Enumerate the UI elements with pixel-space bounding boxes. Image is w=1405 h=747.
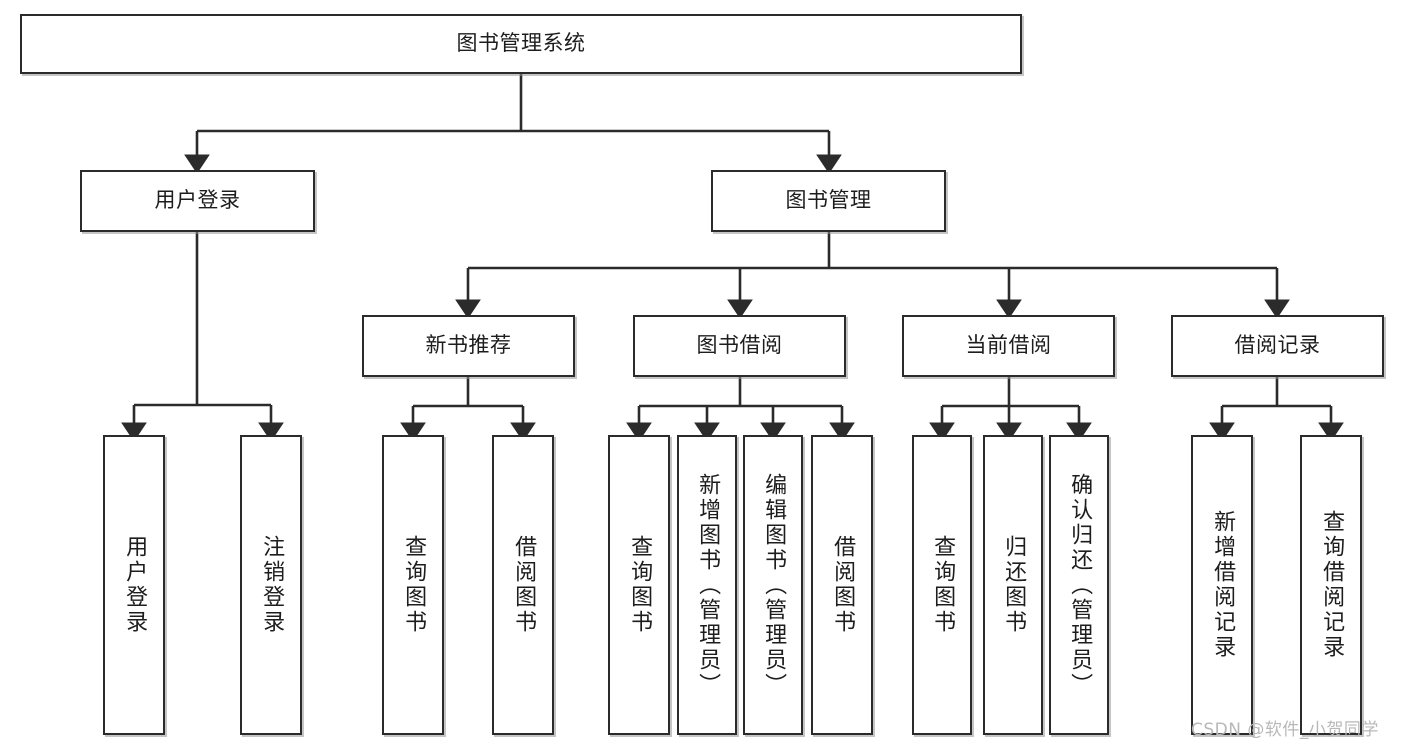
node-leaf-add-book[interactable]: 新增图书（管理员） xyxy=(677,435,737,735)
node-borrow-record[interactable]: 借阅记录 xyxy=(1171,315,1384,377)
node-book-borrow[interactable]: 图书借阅 xyxy=(633,315,846,377)
node-leaf-edit-book[interactable]: 编辑图书（管理员） xyxy=(743,435,803,735)
node-leaf-query-book-2[interactable]: 查询图书 xyxy=(608,435,670,735)
node-new-book-recommend[interactable]: 新书推荐 xyxy=(362,315,575,377)
node-leaf-query-record-label: 查询借阅记录 xyxy=(1319,510,1345,660)
node-leaf-borrow-book-2-label: 借阅图书 xyxy=(830,535,856,635)
node-root[interactable]: 图书管理系统 xyxy=(20,14,1022,74)
node-leaf-query-book-2-label: 查询图书 xyxy=(627,535,653,635)
node-leaf-borrow-book-1[interactable]: 借阅图书 xyxy=(492,435,554,735)
node-root-label: 图书管理系统 xyxy=(456,31,586,56)
node-leaf-return-book[interactable]: 归还图书 xyxy=(983,435,1043,735)
node-leaf-edit-book-label: 编辑图书（管理员） xyxy=(761,472,787,698)
node-leaf-confirm-return-label: 确认归还（管理员） xyxy=(1067,472,1093,698)
node-leaf-return-book-label: 归还图书 xyxy=(1001,535,1027,635)
node-leaf-add-record[interactable]: 新增借阅记录 xyxy=(1191,435,1253,735)
node-leaf-query-book-1-label: 查询图书 xyxy=(401,535,427,635)
node-user-login-label: 用户登录 xyxy=(154,188,241,213)
node-leaf-query-book-3[interactable]: 查询图书 xyxy=(912,435,972,735)
node-leaf-confirm-return[interactable]: 确认归还（管理员） xyxy=(1049,435,1109,735)
node-new-book-recommend-label: 新书推荐 xyxy=(425,333,512,358)
node-book-borrow-label: 图书借阅 xyxy=(696,333,783,358)
node-leaf-user-login[interactable]: 用户登录 xyxy=(103,435,165,735)
node-leaf-query-book-3-label: 查询图书 xyxy=(930,535,956,635)
node-borrow-record-label: 借阅记录 xyxy=(1234,333,1321,358)
watermark-text: CSDN @软件_小贺同学 xyxy=(1191,720,1379,740)
node-leaf-user-login-label: 用户登录 xyxy=(122,535,148,635)
node-leaf-add-record-label: 新增借阅记录 xyxy=(1210,510,1236,660)
node-leaf-logout[interactable]: 注销登录 xyxy=(240,435,302,735)
node-leaf-query-record[interactable]: 查询借阅记录 xyxy=(1300,435,1362,735)
node-current-borrow-label: 当前借阅 xyxy=(965,333,1052,358)
node-current-borrow[interactable]: 当前借阅 xyxy=(902,315,1115,377)
node-leaf-borrow-book-2[interactable]: 借阅图书 xyxy=(811,435,873,735)
node-leaf-query-book-1[interactable]: 查询图书 xyxy=(382,435,444,735)
node-leaf-add-book-label: 新增图书（管理员） xyxy=(695,472,721,698)
node-book-manage-label: 图书管理 xyxy=(785,188,872,213)
node-leaf-logout-label: 注销登录 xyxy=(259,535,285,635)
node-leaf-borrow-book-1-label: 借阅图书 xyxy=(511,535,537,635)
node-user-login[interactable]: 用户登录 xyxy=(80,170,315,232)
node-book-manage[interactable]: 图书管理 xyxy=(711,170,946,232)
